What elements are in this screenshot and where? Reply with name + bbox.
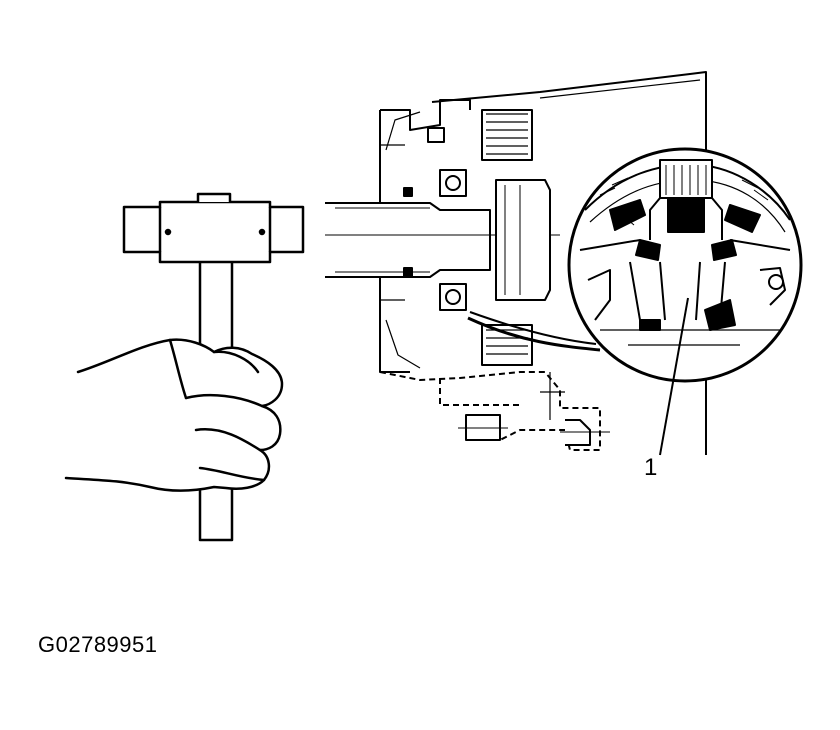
magnified-detail-icon — [567, 147, 803, 456]
callout-number-label: 1 — [644, 454, 658, 481]
leader-lines — [467, 311, 601, 352]
transmission-housing-icon — [325, 71, 707, 455]
figure-id-label: G02789951 — [38, 632, 158, 657]
hand-icon — [64, 338, 284, 492]
